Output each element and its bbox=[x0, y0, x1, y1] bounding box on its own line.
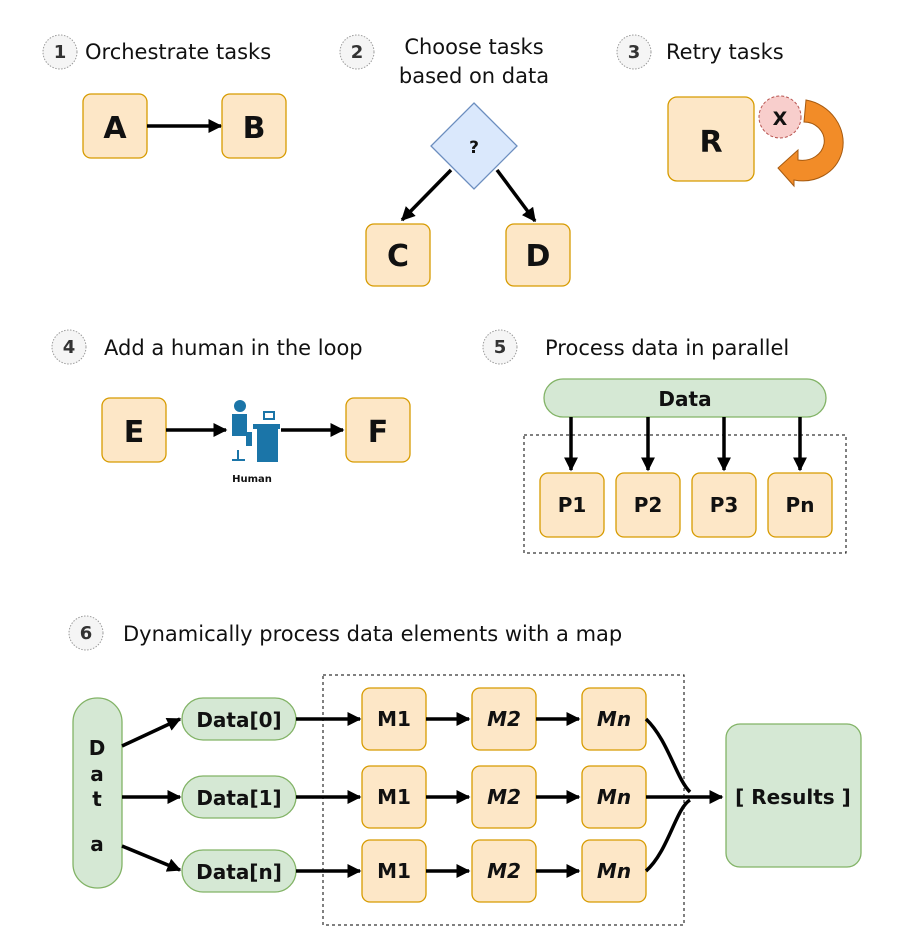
task-node-r[interactable] bbox=[667, 96, 755, 182]
map-row1-label-m2: M2 bbox=[487, 785, 521, 809]
section-title-choose-line2: based on data bbox=[399, 64, 549, 88]
section-choose: 2 Choose tasks based on data ? C D bbox=[339, 34, 571, 287]
parallel-task-p1[interactable] bbox=[539, 472, 605, 538]
arrow-data-to-element-0 bbox=[121, 717, 182, 748]
step-number-badge-6 bbox=[68, 615, 104, 651]
map-data-letter-3: t bbox=[92, 787, 102, 811]
section-map: 6 Dynamically process data elements with… bbox=[68, 615, 862, 926]
merge-curve-rown bbox=[644, 798, 692, 873]
task-node-b[interactable] bbox=[221, 93, 287, 159]
task-label-e: E bbox=[124, 415, 145, 450]
step-number-3: 3 bbox=[628, 42, 641, 63]
results-label: [ Results ] bbox=[735, 785, 851, 809]
parallel-task-p3[interactable] bbox=[691, 472, 757, 538]
parallel-data-source[interactable] bbox=[543, 378, 827, 418]
parallel-data-label: Data bbox=[658, 387, 711, 411]
decision-label: ? bbox=[469, 138, 479, 158]
map-group bbox=[322, 674, 685, 926]
error-circle-icon bbox=[758, 95, 802, 139]
task-label-d: D bbox=[526, 239, 551, 274]
map-row1-label-mn: Mn bbox=[597, 785, 631, 809]
map-element-label-n: Data[n] bbox=[196, 860, 282, 884]
section-orchestrate: 1 Orchestrate tasks A B bbox=[42, 34, 287, 159]
parallel-group bbox=[523, 434, 847, 554]
parallel-label-p3: P3 bbox=[710, 493, 739, 517]
human-label: Human bbox=[232, 474, 272, 485]
map-element-label-1: Data[1] bbox=[196, 786, 281, 810]
section-title-retry: Retry tasks bbox=[666, 40, 784, 64]
step-number-badge-4 bbox=[51, 329, 87, 365]
map-row1-label-m1: M1 bbox=[377, 785, 411, 809]
error-mark: X bbox=[773, 108, 788, 130]
human-at-desk-icon bbox=[232, 400, 280, 462]
retry-arrow-icon bbox=[777, 99, 844, 188]
parallel-task-pn[interactable] bbox=[767, 472, 833, 538]
map-data-letter-4: a bbox=[90, 832, 104, 856]
results-node[interactable] bbox=[725, 723, 862, 868]
map-rown-label-m2: M2 bbox=[487, 859, 521, 883]
arrow-data-to-element-n bbox=[121, 844, 182, 872]
parallel-task-p2[interactable] bbox=[615, 472, 681, 538]
task-node-c[interactable] bbox=[365, 223, 431, 287]
section-title-parallel: Process data in parallel bbox=[545, 336, 789, 360]
task-node-f[interactable] bbox=[345, 397, 411, 463]
step-number-1: 1 bbox=[54, 42, 67, 63]
map-row0-label-mn: Mn bbox=[597, 707, 631, 731]
map-rown-label-mn: Mn bbox=[597, 859, 631, 883]
section-title-map: Dynamically process data elements with a… bbox=[123, 622, 622, 646]
arrow-decision-to-c bbox=[400, 168, 453, 222]
map-row0-label-m1: M1 bbox=[377, 707, 411, 731]
section-title-choose-line1: Choose tasks bbox=[404, 35, 543, 59]
map-element-label-0: Data[0] bbox=[196, 708, 281, 732]
section-parallel: 5 Process data in parallel Data P1 P2 P3… bbox=[482, 329, 847, 554]
map-row0-label-m2: M2 bbox=[487, 707, 521, 731]
map-data-letter-2: a bbox=[90, 762, 104, 786]
step-number-2: 2 bbox=[351, 42, 364, 63]
task-label-b: B bbox=[243, 111, 266, 146]
section-human: 4 Add a human in the loop E Human F bbox=[51, 329, 411, 485]
step-number-4: 4 bbox=[63, 337, 76, 358]
section-title-orchestrate: Orchestrate tasks bbox=[85, 40, 271, 64]
section-retry: 3 Retry tasks R X bbox=[616, 34, 844, 188]
step-number-6: 6 bbox=[80, 623, 93, 644]
merge-curve-row0 bbox=[644, 717, 692, 794]
map-data-letter-1: D bbox=[89, 736, 106, 760]
step-number-5: 5 bbox=[494, 337, 507, 358]
map-data-source[interactable] bbox=[72, 697, 123, 889]
section-title-human: Add a human in the loop bbox=[104, 336, 363, 360]
task-node-d[interactable] bbox=[505, 223, 571, 287]
task-label-f: F bbox=[368, 415, 389, 450]
parallel-label-p1: P1 bbox=[558, 493, 587, 517]
step-number-badge-1 bbox=[42, 34, 78, 70]
step-number-badge-2 bbox=[339, 34, 375, 70]
parallel-label-pn: Pn bbox=[786, 493, 815, 517]
task-label-r: R bbox=[699, 125, 722, 160]
step-number-badge-5 bbox=[482, 329, 518, 365]
task-label-a: A bbox=[103, 111, 127, 146]
task-label-c: C bbox=[387, 239, 409, 274]
decision-node[interactable] bbox=[430, 102, 518, 190]
parallel-label-p2: P2 bbox=[634, 493, 663, 517]
arrow-decision-to-d bbox=[495, 168, 537, 223]
step-number-badge-3 bbox=[616, 34, 652, 70]
map-rown-label-m1: M1 bbox=[377, 859, 411, 883]
